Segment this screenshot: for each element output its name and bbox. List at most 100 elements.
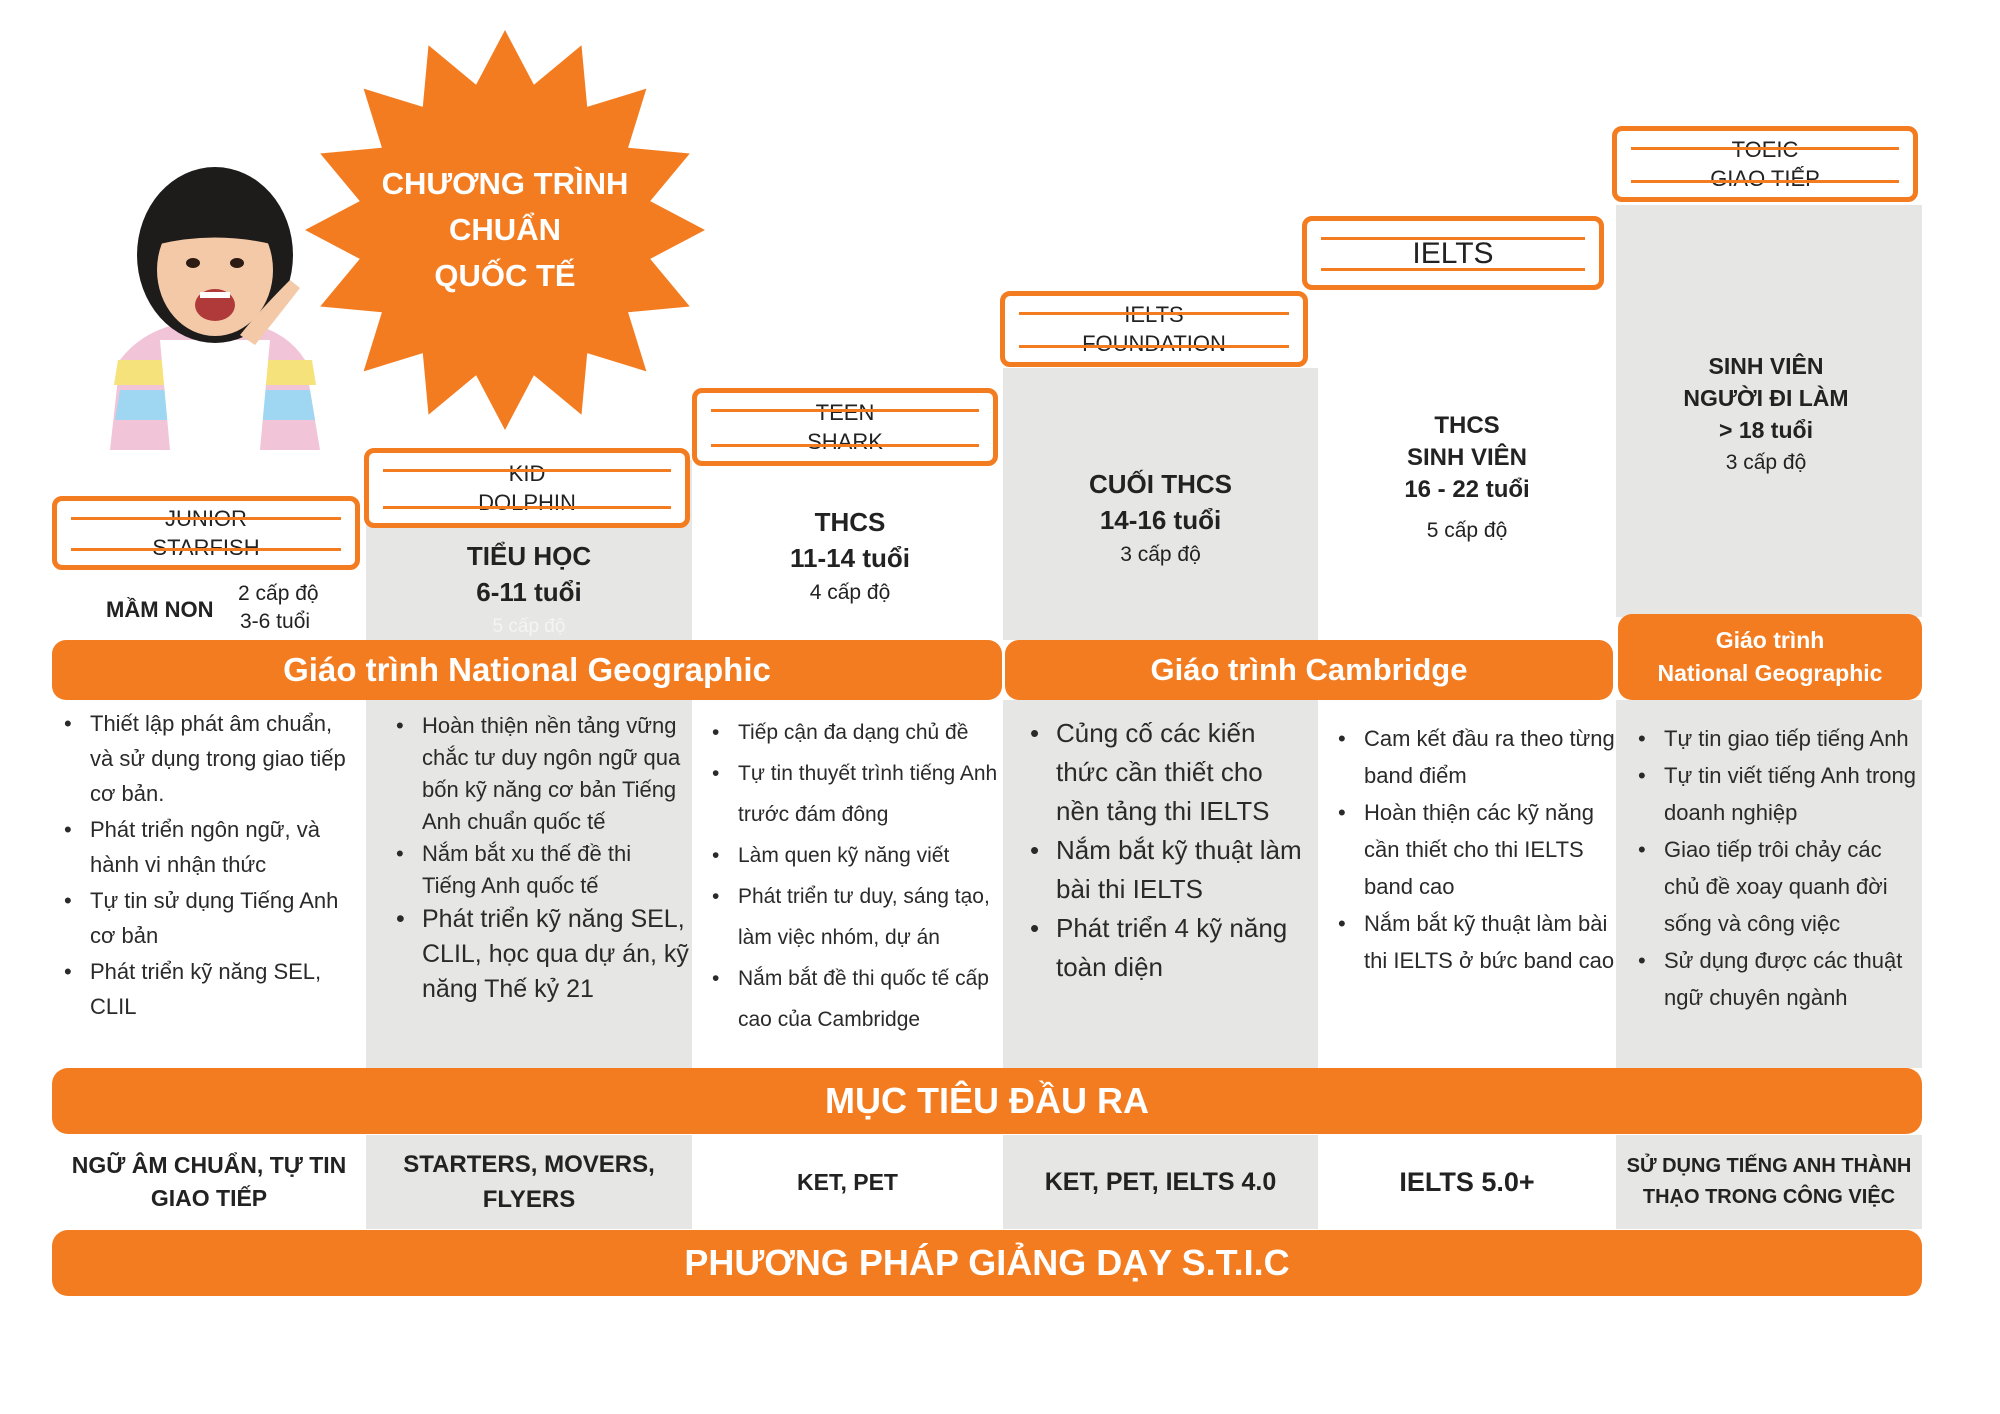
level-count-5: 5 cấp độ — [1426, 519, 1508, 542]
curriculum-natgeo2-line2: National Geographic — [1657, 660, 1883, 686]
column-bg-2-goal — [366, 1135, 692, 1229]
outcome-5: IELTS 5.0+ — [1318, 1135, 1616, 1229]
level-count-3: 4 cấp độ — [809, 581, 891, 604]
list-item: Phát triển ngôn ngữ, và hành vi nhận thứ… — [60, 812, 360, 882]
level-age-3: 11-14 tuổi — [790, 543, 910, 573]
level-name-3a: TEEN — [815, 400, 875, 425]
list-item: Phát triển kỹ năng SEL, CLIL, học qua dự… — [392, 902, 690, 1007]
outcome-5-text: IELTS 5.0+ — [1399, 1166, 1535, 1197]
level-info-1: MẦM NON 2 cấp độ 3-6 tuổi — [52, 580, 362, 640]
column-bg-6-goal — [1616, 1135, 1922, 1229]
level-group-6a: SINH VIÊN — [1708, 353, 1824, 379]
list-item: Giao tiếp trôi chảy các chủ đề xoay quan… — [1634, 831, 1918, 942]
outcome-2-line2: FLYERS — [482, 1186, 576, 1213]
level-group-1: MẦM NON — [106, 597, 214, 622]
child-photo — [110, 167, 320, 450]
list-item: Nắm bắt kỹ thuật làm bài thi IELTS ở bức… — [1334, 905, 1620, 979]
level-age-1: 3-6 tuổi — [240, 610, 311, 633]
outcome-1-line1: NGỮ ÂM CHUẨN, TỰ TIN — [71, 1152, 347, 1178]
column-bg-6 — [1616, 205, 1922, 617]
outcome-6: SỬ DỤNG TIẾNG ANH THÀNH THẠO TRONG CÔNG … — [1616, 1135, 1922, 1229]
level-box-junior-starfish: JUNIOR STARFISH — [52, 496, 360, 570]
outcome-6-line1: SỬ DỤNG TIẾNG ANH THÀNH — [1626, 1155, 1912, 1177]
level-info-2: TIỂU HỌC 6-11 tuổi 5 cấp độ — [366, 538, 692, 644]
level-name-2b: DOLPHIN — [478, 490, 576, 515]
level-group-3: THCS — [814, 507, 886, 537]
outcome-2: STARTERS, MOVERS, FLYERS — [366, 1135, 692, 1229]
list-item: Hoàn thiện các kỹ năng cần thiết cho thi… — [1334, 794, 1620, 905]
bullet-list-1: Thiết lập phát âm chuẩn, và sử dụng tron… — [60, 706, 360, 1024]
curriculum-natgeo2-line1: Giáo trình — [1715, 627, 1825, 653]
level-info-4: CUỐI THCS 14-16 tuổi 3 cấp độ — [1003, 466, 1318, 572]
level-age-5: 16 - 22 tuổi — [1404, 476, 1530, 503]
level-group-5b: SINH VIÊN — [1406, 444, 1528, 471]
method-title: PHƯƠNG PHÁP GIẢNG DẠY S.T.I.C — [684, 1242, 1290, 1283]
list-item: Hoàn thiện nền tảng vững chắc tư duy ngô… — [392, 710, 690, 838]
level-name-4b: FOUNDATION — [1082, 331, 1226, 356]
level-count-4: 3 cấp độ — [1120, 543, 1201, 566]
outcome-title-band: MỤC TIÊU ĐẦU RA — [52, 1068, 1922, 1134]
level-box-ielts: IELTS — [1302, 216, 1604, 290]
list-item: Tự tin thuyết trình tiếng Anh trước đám … — [708, 753, 1008, 835]
outcome-1: NGỮ ÂM CHUẨN, TỰ TIN GIAO TIẾP — [52, 1135, 366, 1229]
outcome-3-text: KET, PET — [797, 1168, 898, 1195]
level-box-ielts-foundation: IELTS FOUNDATION — [1000, 291, 1308, 367]
level-name-6b: GIAO TIẾP — [1710, 166, 1820, 191]
level-box-kid-dolphin: KID DOLPHIN — [364, 448, 690, 528]
badge-line-2: CHUẨN — [449, 212, 561, 247]
outcome-4: KET, PET, IELTS 4.0 — [1003, 1135, 1318, 1229]
list-item: Tự tin sử dụng Tiếng Anh cơ bản — [60, 883, 360, 953]
badge-line-3: QUỐC TẾ — [434, 258, 576, 293]
level-age-2: 6-11 tuổi — [476, 577, 582, 607]
level-box-teen-shark: TEEN SHARK — [692, 388, 998, 466]
level-count-2: 5 cấp độ — [492, 616, 566, 637]
level-group-6b: NGƯỜI ĐI LÀM — [1683, 385, 1849, 411]
list-item: Phát triển kỹ năng SEL, CLIL — [60, 954, 360, 1024]
list-item: Sử dụng được các thuật ngữ chuyên ngành — [1634, 942, 1918, 1016]
level-name-5a: IELTS — [1412, 236, 1494, 270]
outcome-4-text: KET, PET, IELTS 4.0 — [1044, 1167, 1277, 1196]
list-item: Phát triển 4 kỹ năng toàn diện — [1026, 909, 1310, 987]
curriculum-natgeo-band: Giáo trình National Geographic — [52, 640, 1002, 700]
level-count-1: 2 cấp độ — [238, 582, 319, 605]
list-item: Nắm bắt xu thế đề thi Tiếng Anh quốc tế — [392, 838, 690, 902]
list-item: Cam kết đầu ra theo từng band điểm — [1334, 720, 1620, 794]
list-item: Tiếp cận đa dạng chủ đề — [708, 712, 1008, 753]
column-bg-4 — [1003, 368, 1318, 640]
list-item: Củng cố các kiến thức cần thiết cho nền … — [1026, 714, 1310, 831]
level-name-2a: KID — [508, 461, 546, 486]
level-group-4: CUỐI THCS — [1089, 469, 1232, 499]
curriculum-natgeo-label: Giáo trình National Geographic — [283, 651, 771, 688]
level-count-6: 3 cấp độ — [1725, 451, 1807, 474]
level-group-2: TIỂU HỌC — [466, 541, 592, 571]
bullet-list-6: Tự tin giao tiếp tiếng Anh Tự tin viết t… — [1634, 720, 1918, 1016]
level-age-6: > 18 tuổi — [1719, 417, 1813, 443]
outcome-title: MỤC TIÊU ĐẦU RA — [825, 1080, 1149, 1121]
level-info-5: THCS SINH VIÊN 16 - 22 tuổi 5 cấp độ — [1318, 410, 1616, 548]
curriculum-cambridge-label: Giáo trình Cambridge — [1150, 652, 1468, 687]
starburst-icon — [305, 30, 705, 430]
level-name-3b: SHARK — [807, 429, 883, 454]
bullet-list-2: Hoàn thiện nền tảng vững chắc tư duy ngô… — [392, 710, 690, 1007]
list-item: Phát triển tư duy, sáng tạo, làm việc nh… — [708, 876, 1008, 958]
level-info-6: SINH VIÊN NGƯỜI ĐI LÀM > 18 tuổi 3 cấp đ… — [1616, 350, 1916, 480]
outcome-6-line2: THẠO TRONG CÔNG VIỆC — [1642, 1186, 1896, 1208]
level-box-toeic: TOEIC GIAO TIẾP — [1612, 126, 1918, 202]
curriculum-natgeo-band-2: Giáo trình National Geographic — [1618, 614, 1922, 700]
outcome-2-line1: STARTERS, MOVERS, — [403, 1151, 655, 1178]
international-program-badge: CHƯƠNG TRÌNH CHUẨN QUỐC TẾ — [300, 25, 710, 435]
list-item: Tự tin giao tiếp tiếng Anh — [1634, 720, 1918, 757]
outcome-1-line2: GIAO TIẾP — [150, 1185, 268, 1211]
list-item: Nắm bắt đề thi quốc tế cấp cao của Cambr… — [708, 958, 1008, 1040]
curriculum-cambridge-band: Giáo trình Cambridge — [1005, 640, 1613, 700]
level-age-4: 14-16 tuổi — [1099, 505, 1222, 535]
list-item: Tự tin viết tiếng Anh trong doanh nghiệp — [1634, 757, 1918, 831]
list-item: Nắm bắt kỹ thuật làm bài thi IELTS — [1026, 831, 1310, 909]
level-group-5a: THCS — [1434, 412, 1500, 439]
list-item: Làm quen kỹ năng viết — [708, 835, 1008, 876]
bullet-list-3: Tiếp cận đa dạng chủ đề Tự tin thuyết tr… — [708, 712, 1008, 1040]
level-name-1b: STARFISH — [152, 533, 259, 562]
badge-line-1: CHƯƠNG TRÌNH — [381, 166, 629, 201]
bullet-list-5: Cam kết đầu ra theo từng band điểm Hoàn … — [1334, 720, 1620, 979]
column-bg-4-goal — [1003, 1135, 1318, 1229]
